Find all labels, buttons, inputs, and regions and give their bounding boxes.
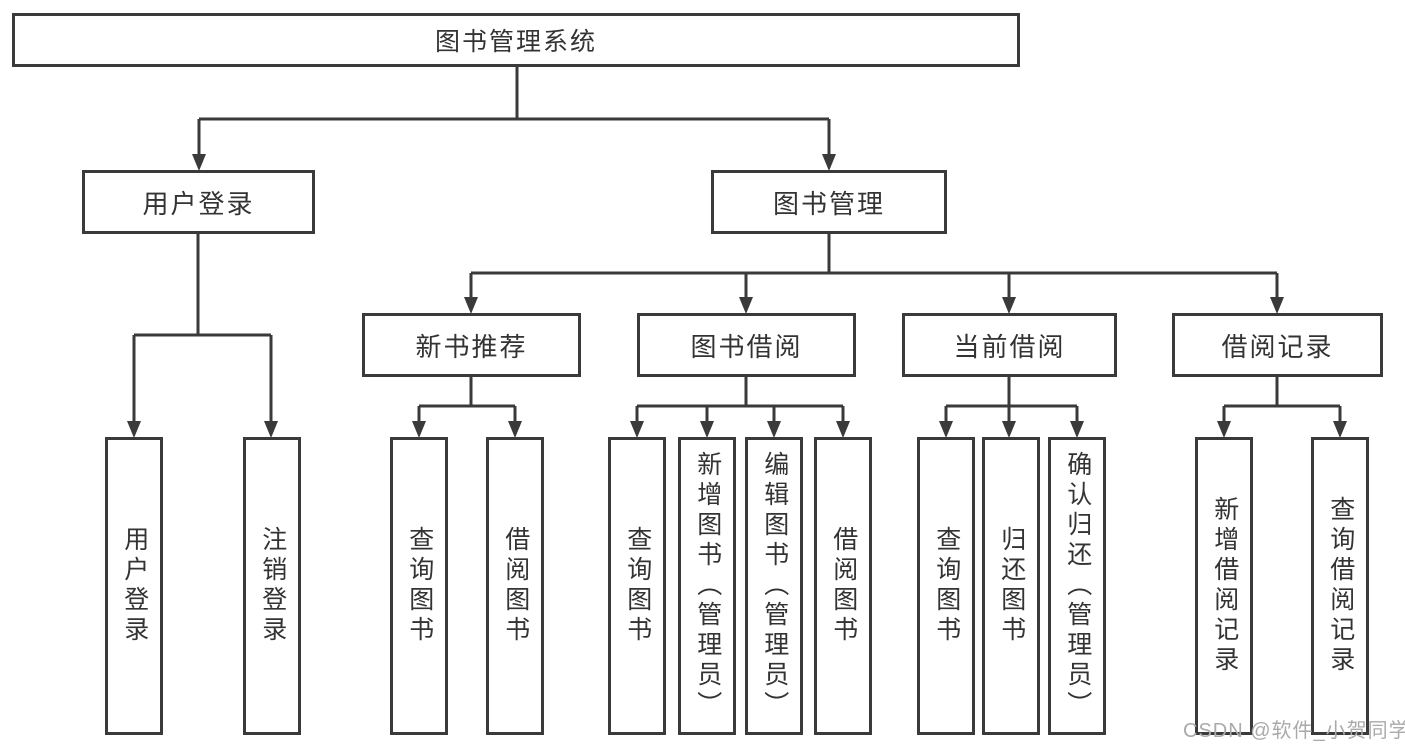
arrow-down-icon	[127, 421, 141, 438]
leaf-label: 查询图书	[932, 526, 961, 646]
leaf-current-query-books: 查询图书	[917, 437, 975, 735]
node-current-borrow: 当前借阅	[902, 313, 1117, 377]
leaf-logout: 注销登录	[243, 437, 301, 735]
leaf-user-login: 用户登录	[105, 437, 163, 735]
connector	[944, 377, 1079, 423]
leaf-add-book-admin: 新增图书（管理员）	[678, 437, 736, 735]
leaf-label: 用户登录	[120, 526, 149, 646]
node-user-login: 用户登录	[82, 170, 315, 234]
leaf-return-books: 归还图书	[982, 437, 1040, 735]
node-borrow-records: 借阅记录	[1172, 313, 1383, 377]
connector	[1222, 377, 1342, 423]
connector	[197, 67, 831, 156]
arrow-down-icon	[464, 297, 478, 314]
arrow-down-icon	[264, 421, 278, 438]
arrow-down-icon	[739, 297, 753, 314]
leaf-label: 借阅图书	[829, 526, 858, 646]
leaf-confirm-return-admin: 确认归还（管理员）	[1048, 437, 1106, 735]
leaf-recommend-borrow-books: 借阅图书	[486, 437, 544, 735]
arrowheads	[127, 154, 1347, 438]
connector	[635, 377, 845, 423]
arrow-down-icon	[508, 421, 522, 438]
leaf-label: 借阅图书	[501, 526, 530, 646]
arrow-down-icon	[700, 421, 714, 438]
arrow-down-icon	[939, 421, 953, 438]
leaf-label: 确认归还（管理员）	[1063, 451, 1092, 721]
leaf-label: 新增图书（管理员）	[693, 451, 722, 721]
arrow-down-icon	[1002, 421, 1016, 438]
leaf-label: 归还图书	[997, 526, 1026, 646]
node-book-management: 图书管理	[711, 170, 947, 234]
leaf-label: 新增借阅记录	[1210, 496, 1239, 676]
watermark: CSDN @软件_小贺同学	[1183, 720, 1405, 742]
arrow-down-icon	[767, 421, 781, 438]
arrow-down-icon	[1070, 421, 1084, 438]
leaf-edit-book-admin: 编辑图书（管理员）	[745, 437, 803, 735]
arrow-down-icon	[836, 421, 850, 438]
leaf-label: 编辑图书（管理员）	[760, 451, 789, 721]
leaf-borrow-query-books: 查询图书	[608, 437, 666, 735]
leaf-recommend-query-books: 查询图书	[390, 437, 448, 735]
leaf-borrow-borrow-books: 借阅图书	[814, 437, 872, 735]
connector	[469, 234, 1279, 299]
arrow-down-icon	[1217, 421, 1231, 438]
connector	[132, 234, 273, 423]
arrow-down-icon	[822, 154, 836, 171]
arrow-down-icon	[630, 421, 644, 438]
node-new-book-recommend: 新书推荐	[362, 313, 581, 377]
arrow-down-icon	[1270, 297, 1284, 314]
arrow-down-icon	[412, 421, 426, 438]
leaf-query-borrow-record: 查询借阅记录	[1311, 437, 1369, 735]
leaf-label: 查询借阅记录	[1326, 496, 1355, 676]
arrow-down-icon	[1002, 297, 1016, 314]
arrow-down-icon	[192, 154, 206, 171]
leaf-label: 查询图书	[405, 526, 434, 646]
leaf-add-borrow-record: 新增借阅记录	[1195, 437, 1253, 735]
leaf-label: 查询图书	[623, 526, 652, 646]
connector	[417, 377, 517, 423]
leaf-label: 注销登录	[258, 526, 287, 646]
node-root: 图书管理系统	[12, 13, 1020, 67]
arrow-down-icon	[1333, 421, 1347, 438]
node-book-borrow: 图书借阅	[637, 313, 856, 377]
